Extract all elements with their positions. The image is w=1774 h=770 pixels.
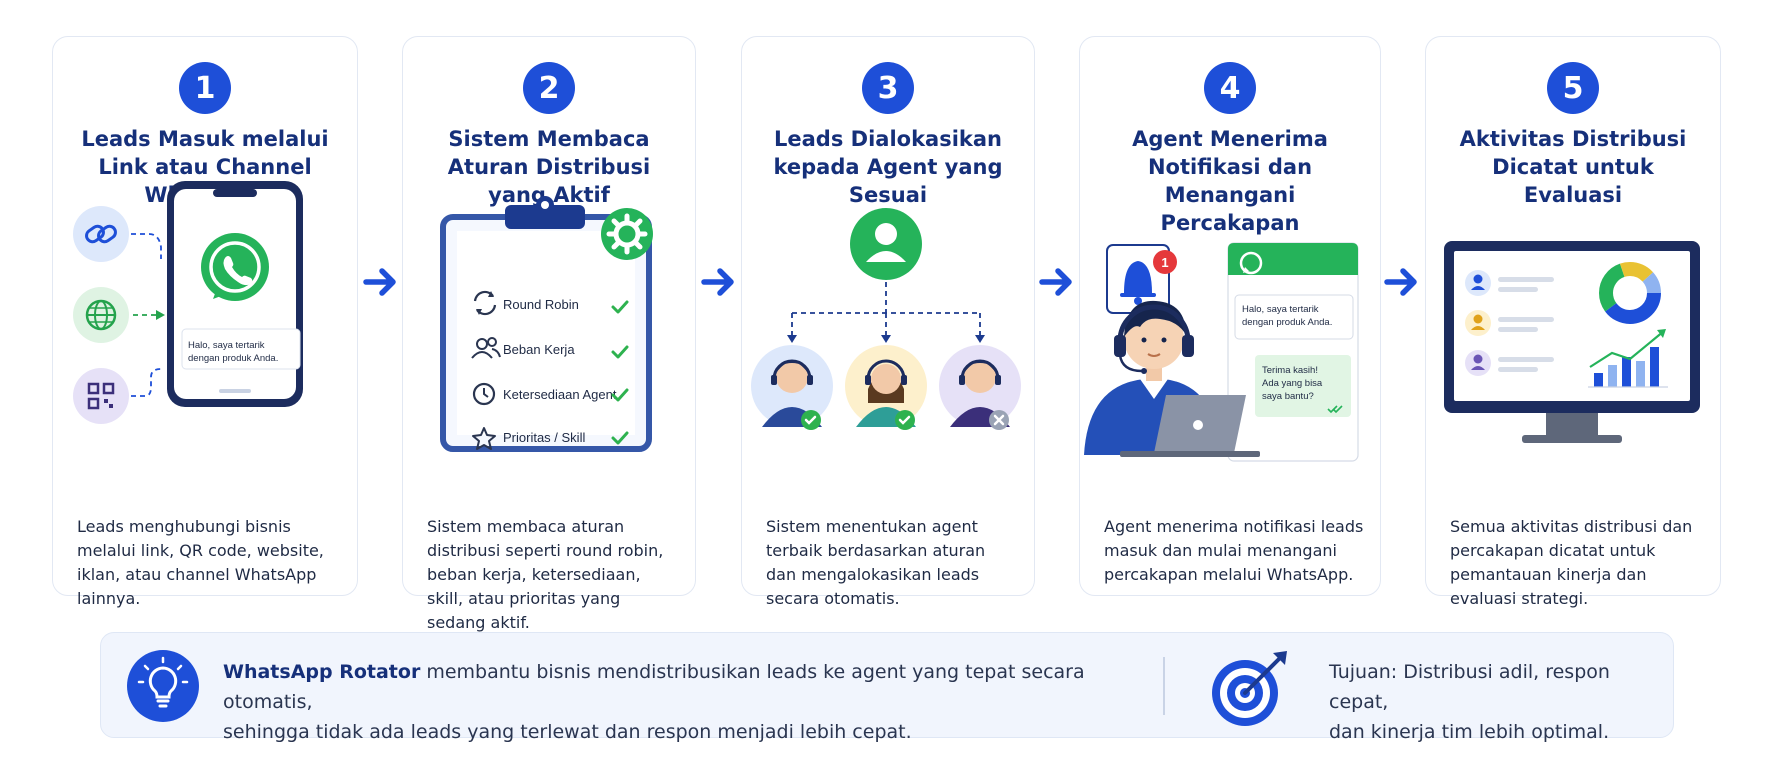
notification-count: 1 <box>1161 255 1168 270</box>
target-icon <box>1212 651 1287 726</box>
step-number-4: 4 <box>1204 62 1256 114</box>
gear-icon <box>601 208 653 260</box>
check-icon <box>801 410 821 430</box>
summary-banner: WhatsApp Rotator membantu bisnis mendist… <box>100 632 1674 743</box>
clock-icon <box>472 382 496 406</box>
step-title-5: Aktivitas Distribusi Dicatat untuk Evalu… <box>1459 127 1687 207</box>
step-illustration-3 <box>751 208 1021 430</box>
arrow-right-icon <box>363 268 396 296</box>
whatsapp-icon <box>201 233 269 301</box>
step-number-2: 2 <box>523 62 575 114</box>
step-card-2: 2 Sistem Membaca Aturan Distribusi yang … <box>402 36 696 632</box>
bar-chart-icon <box>1588 329 1668 388</box>
agent-icon <box>845 345 927 427</box>
step-description-2: Sistem membaca aturan distribusi seperti… <box>427 517 664 632</box>
step-card-1: 1 Leads Masuk melalui Link atau Channel … <box>52 36 358 608</box>
arrow-right-icon <box>701 268 734 296</box>
brand-name: WhatsApp Rotator <box>223 661 421 683</box>
star-icon <box>472 427 496 450</box>
arrow-right-icon <box>1039 268 1072 296</box>
check-icon <box>611 300 629 445</box>
banner-message-line1: membantu bisnis mendistribusikan leads k… <box>223 661 1085 713</box>
user-icon <box>1465 270 1491 376</box>
step-title-2: Sistem Membaca Aturan Distribusi yang Ak… <box>447 127 651 207</box>
step-number-5: 5 <box>1547 62 1599 114</box>
close-icon <box>989 410 1009 430</box>
banner-message: WhatsApp Rotator membantu bisnis mendist… <box>223 657 1103 747</box>
step-card-5: 5 Aktivitas Distribusi Dicatat untuk Eva… <box>1425 36 1721 608</box>
step-number-1: 1 <box>179 62 231 114</box>
banner-message-line2: sehingga tidak ada leads yang terlewat d… <box>223 721 912 743</box>
double-check-icon <box>1327 405 1343 414</box>
step-description-5: Semua aktivitas distribusi dan percakapa… <box>1450 517 1693 608</box>
step-card-3: 3 Leads Dialokasikan kepada Agent yang S… <box>741 36 1035 608</box>
globe-icon <box>73 287 129 343</box>
reply-message-bubble <box>1255 355 1351 417</box>
rule-label: Beban Kerja <box>503 342 575 357</box>
goal-line1: Tujuan: Distribusi adil, respon cepat, <box>1329 661 1610 713</box>
qr-code-icon <box>73 368 129 424</box>
arrow-right-icon <box>1384 268 1417 296</box>
users-icon <box>471 337 501 359</box>
user-icon <box>850 208 922 280</box>
step-description-3: Sistem menentukan agent terbaik berdasar… <box>766 517 986 608</box>
banner-goal: Tujuan: Distribusi adil, respon cepat, d… <box>1329 657 1659 747</box>
step-title-1: Leads Masuk melalui Link atau Channel Wh… <box>81 127 329 207</box>
whatsapp-chat-window <box>1227 242 1359 462</box>
list-lines <box>1498 277 1554 372</box>
agent-icon <box>751 345 833 427</box>
incoming-message-bubble <box>1234 294 1354 340</box>
step-illustration-5 <box>1444 241 1700 443</box>
step-title-4: Agent Menerima Notifikasi dan Menangani … <box>1132 127 1328 235</box>
step-description-1: Leads menghubungi bisnis melalui link, Q… <box>77 517 324 608</box>
agent-icon <box>939 345 1021 427</box>
step-illustration-2: Round Robin Beban Kerja Ketersediaan Age… <box>440 196 653 452</box>
refresh-icon <box>473 290 497 316</box>
laptop-icon <box>1120 395 1260 457</box>
link-icon <box>73 206 129 262</box>
goal-line2: dan kinerja tim lebih optimal. <box>1329 721 1610 743</box>
donut-chart-icon <box>1599 262 1661 324</box>
step-number-3: 3 <box>862 62 914 114</box>
lightbulb-icon <box>127 650 199 722</box>
rule-label: Ketersediaan Agent <box>503 387 617 402</box>
banner-divider <box>1163 657 1165 715</box>
message-bubble <box>181 328 301 370</box>
notification-badge: 1 <box>1153 250 1177 274</box>
step-description-4: Agent menerima notifikasi leads masuk da… <box>1104 517 1364 584</box>
rule-label: Prioritas / Skill <box>503 430 585 445</box>
whatsapp-icon <box>1239 251 1263 275</box>
check-icon <box>895 410 915 430</box>
step-title-3: Leads Dialokasikan kepada Agent yang Ses… <box>773 127 1003 207</box>
step-card-4: 4 Agent Menerima Notifikasi dan Menangan… <box>1079 36 1381 596</box>
rule-label: Round Robin <box>503 297 579 312</box>
